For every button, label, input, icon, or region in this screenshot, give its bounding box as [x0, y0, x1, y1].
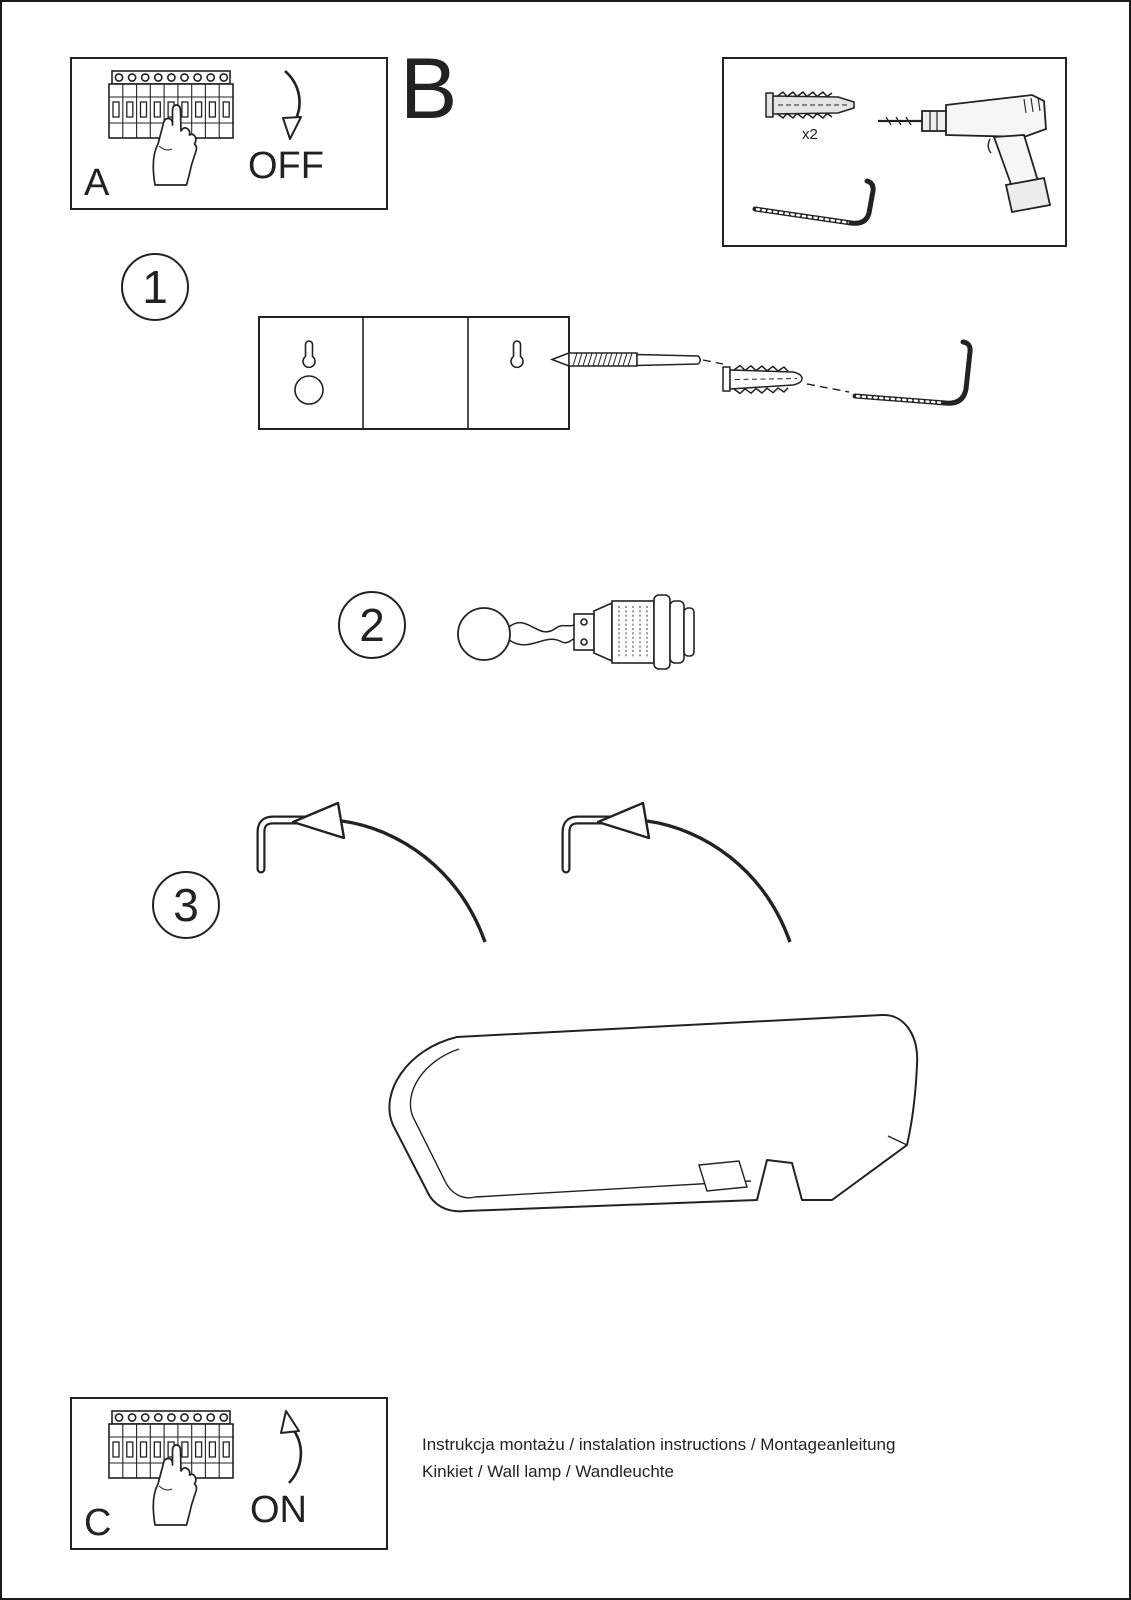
screw-icon [549, 351, 701, 368]
step-a-panel: OFF A [70, 57, 388, 210]
hook-screw-icon [852, 339, 973, 406]
parts-panel: x2 [722, 57, 1067, 247]
hook-screw-icon [752, 178, 876, 226]
hand-icon [152, 1444, 198, 1526]
step-c-panel: ON C [70, 1397, 388, 1550]
switch-on-arrow-icon [280, 1410, 303, 1484]
section-b-label: B [400, 41, 458, 137]
step-3-number: 3 [152, 871, 220, 939]
wall-anchor-icon [722, 364, 803, 395]
socket-assembly-diagram [457, 594, 695, 670]
hook-icon [256, 815, 310, 874]
circuit-breaker-icon [108, 1410, 234, 1526]
hang-arrow-group-left [256, 801, 487, 943]
alignment-dash [806, 383, 850, 393]
instruction-text-line2: Kinkiet / Wall lamp / Wandleuchte [422, 1462, 674, 1481]
hand-icon [152, 104, 198, 186]
alignment-dash [702, 359, 724, 365]
parts-diagram [752, 91, 1052, 226]
wall-lamp-icon [388, 1013, 919, 1213]
footer: Instrukcja montażu / instalation instruc… [422, 1431, 895, 1485]
arrowhead-icon [291, 801, 346, 840]
circuit-breaker-icon [108, 70, 234, 186]
curved-arrow-icon [646, 819, 792, 943]
anchor-quantity-label: x2 [802, 126, 818, 143]
wall-anchor-icon [765, 91, 855, 119]
mounting-diagram [258, 316, 973, 430]
drill-icon [878, 94, 1052, 214]
step-c-label: C [84, 1502, 112, 1544]
step-1-number: 1 [121, 253, 189, 321]
wire-icon [508, 621, 581, 646]
lamp-socket-icon [573, 594, 695, 670]
instruction-text-line1: Instrukcja montażu / instalation instruc… [422, 1435, 896, 1454]
step-a-label: A [84, 162, 110, 204]
step-c-action-label: ON [250, 1489, 307, 1531]
step-a-action-label: OFF [248, 145, 324, 187]
curved-arrow-icon [341, 819, 487, 943]
bulb-icon [457, 607, 511, 661]
hook-icon [561, 815, 615, 874]
step-2-number: 2 [338, 591, 406, 659]
switch-off-arrow-icon [282, 70, 302, 140]
mounting-plate-icon [258, 316, 570, 430]
hang-arrow-group-right [561, 801, 792, 943]
arrowhead-icon [596, 801, 651, 840]
